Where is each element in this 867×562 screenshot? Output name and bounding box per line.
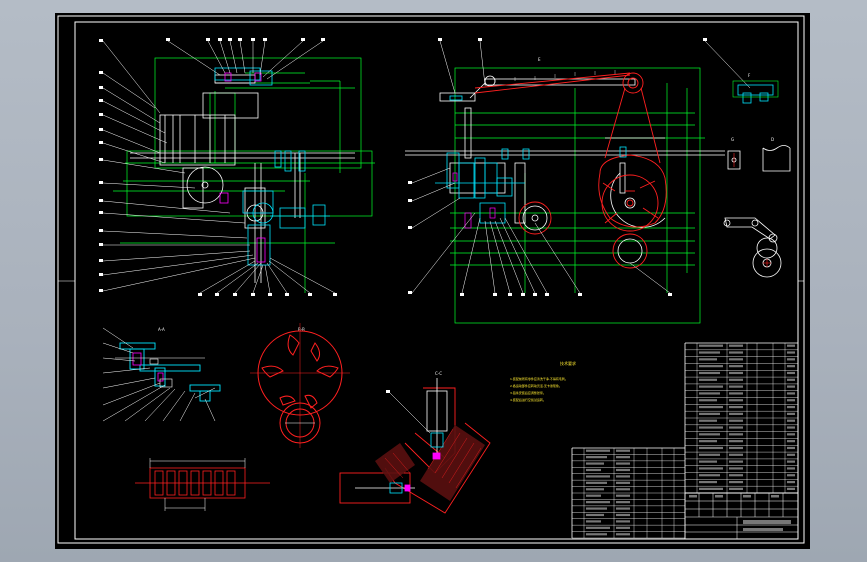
view-label-d: D: [771, 137, 774, 142]
view-label-c: C-C: [435, 371, 442, 376]
shaft-detail-view: [135, 458, 270, 511]
view-label-e: E: [538, 57, 541, 62]
notes-title: 技术要求: [560, 360, 576, 366]
section-c-view: C-C: [339, 371, 491, 514]
inner-border: [74, 21, 799, 540]
parts-list-table: [571, 342, 798, 539]
note-line-4: 4.装配后进行空载试运转。: [510, 397, 546, 402]
title-block: [684, 492, 798, 539]
view-label-b: B-B: [298, 327, 305, 332]
note-line-1: 1.装配前所有零件应清洗干净,不得有毛刺。: [510, 376, 568, 381]
detail-a-view: A-A: [102, 327, 221, 422]
view-label-f: F: [748, 73, 751, 78]
left-main-view: [99, 38, 375, 296]
note-line-2: 2.各运动部件应转动灵活,无卡滞现象。: [510, 383, 562, 388]
view-label-g: G: [731, 137, 734, 142]
right-small-views: F G D: [703, 38, 791, 278]
technical-notes: 技术要求 1.装配前所有零件应清洗干净,不得有毛刺。 2.各运动部件应转动灵活,…: [510, 360, 576, 402]
drawing-sheet: E F G D: [57, 15, 805, 544]
note-line-3: 3.链条安装后应调整张紧。: [510, 390, 546, 395]
view-label-a: A-A: [158, 327, 165, 332]
outer-border: [57, 15, 805, 544]
cam-section-view: B-B: [250, 323, 350, 448]
cad-viewport[interactable]: E F G D: [55, 13, 810, 549]
middle-main-view: E: [405, 38, 725, 324]
